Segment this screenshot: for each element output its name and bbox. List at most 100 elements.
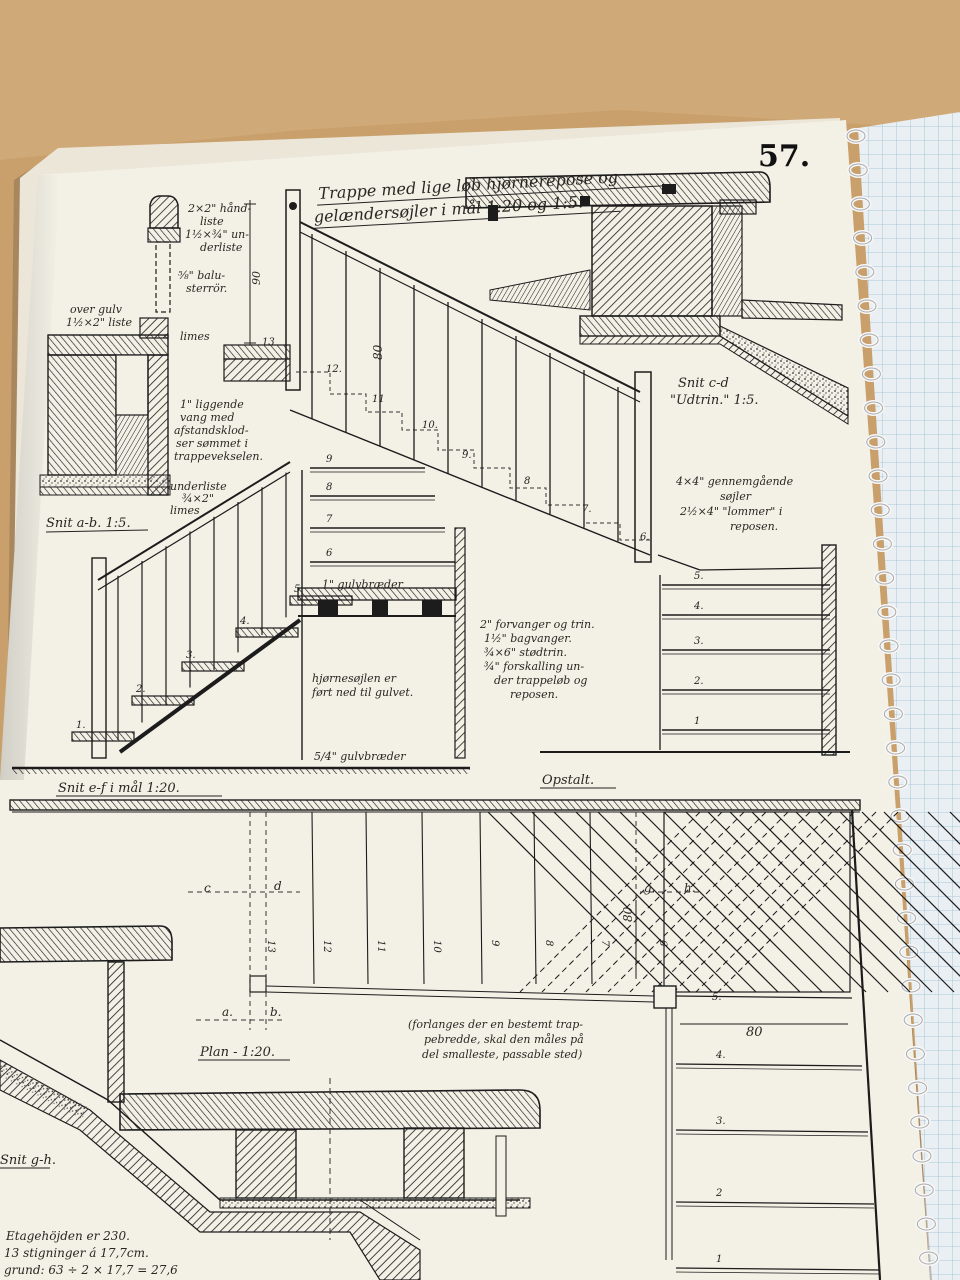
opstalt-step-number: 5.: [694, 571, 704, 582]
dim-80-rail: 80: [371, 344, 385, 360]
svg-text:(forlanges der en bestemt trap: (forlanges der en bestemt trap-: [408, 1018, 583, 1031]
spiral-binding: [845, 128, 940, 1266]
svg-text:der trappeløb og: der trappeløb og: [494, 674, 587, 687]
opstalt-step-number: 1: [694, 716, 700, 727]
svg-text:sterrör.: sterrör.: [186, 282, 227, 295]
section-e-f-drawing: [12, 461, 470, 774]
section-e-f-step-number: 5.: [294, 584, 304, 595]
svg-text:ser sømmet i: ser sømmet i: [176, 437, 248, 450]
svg-text:13 stigninger á 17,7cm.: 13 stigninger á 17,7cm.: [4, 1246, 149, 1260]
svg-text:grund: 63 ÷ 2 × 17,7 = 27,6: grund: 63 ÷ 2 × 17,7 = 27,6: [4, 1263, 178, 1277]
dimension-90: 90: [250, 271, 263, 285]
railing-step-number: 8: [524, 476, 530, 487]
plan-tread-number: 11: [375, 940, 386, 953]
svg-text:2" forvanger og trin.: 2" forvanger og trin.: [479, 618, 595, 631]
svg-text:over gulv: over gulv: [70, 303, 123, 316]
svg-text:ført ned til gulvet.: ført ned til gulvet.: [311, 686, 413, 699]
plan-tread-number: 10: [431, 940, 442, 953]
railing-step-number: 7.: [582, 504, 592, 515]
plan-lower-step-number: 3.: [716, 1116, 726, 1127]
svg-text:afstandsklod-: afstandsklod-: [174, 424, 249, 437]
section-c-d-drawing: [465, 171, 849, 425]
opstalt-treads: 1 2. 3. 4. 5.: [662, 571, 830, 735]
svg-text:¾×2": ¾×2": [182, 492, 214, 505]
section-g-h-drawing: [0, 925, 541, 1280]
label-g: g.: [644, 881, 656, 895]
plan-landing-number: 5.: [712, 992, 722, 1003]
svg-text:2½×4" "lommer" i: 2½×4" "lommer" i: [679, 505, 782, 518]
svg-text:¾×6" stødtrin.: ¾×6" stødtrin.: [484, 646, 567, 659]
label-h: h.: [684, 881, 696, 895]
plan-tread-number: 8: [543, 940, 554, 946]
svg-text:1½×2" liste: 1½×2" liste: [66, 316, 133, 329]
svg-text:pebredde, skal den måles på: pebredde, skal den måles på: [424, 1033, 584, 1046]
upper-railing: [223, 189, 652, 563]
label-d: d: [274, 879, 282, 893]
svg-text:reposen.: reposen.: [510, 688, 558, 701]
svg-text:liste: liste: [200, 215, 224, 228]
caption-plan: Plan - 1:20.: [199, 1045, 275, 1060]
section-e-f-upper-step-number: 6: [326, 548, 333, 559]
railing-step-number: 6.: [640, 532, 650, 543]
svg-text:Snit c-d: Snit c-d: [678, 376, 729, 391]
svg-text:4×4" gennemgående: 4×4" gennemgående: [675, 475, 794, 488]
dim-80-horizontal: 80: [746, 1025, 763, 1040]
section-e-f-step-number: 3.: [186, 650, 196, 661]
section-e-f-upper-step-number: 7: [326, 514, 333, 525]
svg-text:limes: limes: [170, 504, 200, 517]
opstalt-step-number: 2.: [693, 676, 704, 687]
section-e-f-upper-steps: 6 7 8 9: [310, 454, 455, 567]
plan-lower-step-number: 4.: [715, 1050, 726, 1061]
caption-snit-g-h: Snit g-h.: [0, 1153, 56, 1168]
caption-opstalt: Opstalt.: [542, 773, 594, 788]
section-a-b-drawing: [39, 317, 171, 496]
svg-text:⅝" balu-: ⅝" balu-: [178, 269, 225, 282]
svg-text:del smalleste, passable sted): del smalleste, passable sted): [422, 1048, 582, 1061]
section-e-f-step-number: 4.: [239, 616, 250, 627]
svg-text:1" liggende: 1" liggende: [180, 398, 244, 411]
opstalt-step-number: 4.: [693, 601, 704, 612]
plan-lower-step-number: 2: [715, 1188, 722, 1199]
label-b: b.: [270, 1005, 282, 1019]
plan-tread-number: 13: [265, 940, 276, 953]
opstalt-step-number: 3.: [694, 636, 704, 647]
svg-text:reposen.: reposen.: [730, 520, 778, 533]
svg-text:Etagehöjden er 230.: Etagehöjden er 230.: [5, 1229, 130, 1243]
label-gulvbraeder-54: 5/4" gulvbræder: [314, 750, 406, 763]
dim-80-plan: 80: [621, 906, 635, 922]
svg-text:2×2" hånd-: 2×2" hånd-: [187, 202, 252, 215]
plan-lower-treads: 4. 3. 2 1: [675, 1050, 881, 1275]
label-gulvbraeder-1: 1" gulvbræder: [322, 578, 404, 591]
svg-text:hjørnesøjlen er: hjørnesøjlen er: [312, 672, 397, 685]
plan-drawing: [9, 799, 960, 1280]
section-e-f-step-number: 2.: [135, 684, 146, 695]
plan-lower-step-number: 1: [716, 1254, 722, 1265]
label-limes-top: limes: [180, 330, 210, 343]
caption-snit-e-f: Snit e-f i mål 1:20.: [58, 780, 180, 796]
plan-tread-number: 9: [489, 940, 500, 947]
svg-text:trappevekselen.: trappevekselen.: [174, 450, 263, 463]
page-number: 57.: [758, 139, 810, 174]
section-e-f-treads: 1. 2. 3. 4. 5.: [71, 584, 353, 742]
section-e-f-step-number: 1.: [76, 720, 86, 731]
railing-step-number: 12.: [326, 364, 342, 375]
label-c: c: [204, 881, 211, 895]
section-e-f-upper-step-number: 8: [326, 482, 332, 493]
svg-text:derliste: derliste: [200, 241, 243, 254]
svg-text:¾" forskalling un-: ¾" forskalling un-: [484, 660, 584, 673]
svg-text:underliste: underliste: [170, 480, 227, 493]
railing-step-number: 10.: [422, 420, 438, 431]
plan-tread-number: 7: [599, 940, 610, 947]
svg-text:"Udtrin." 1:5.: "Udtrin." 1:5.: [670, 393, 759, 408]
plan-tread-number: 12: [321, 940, 332, 953]
upper-balusters: [311, 234, 619, 542]
svg-text:søjler: søjler: [720, 490, 752, 503]
svg-text:vang med: vang med: [180, 411, 234, 424]
svg-text:1½×¾" un-: 1½×¾" un-: [185, 228, 249, 241]
svg-text:1½" bagvanger.: 1½" bagvanger.: [484, 632, 572, 645]
section-e-f-upper-step-number: 9: [326, 454, 333, 465]
caption-snit-a-b: Snit a-b. 1:5.: [46, 516, 131, 531]
dim-13-label: 13: [262, 337, 275, 348]
railing-step-number: 9.: [462, 450, 472, 461]
